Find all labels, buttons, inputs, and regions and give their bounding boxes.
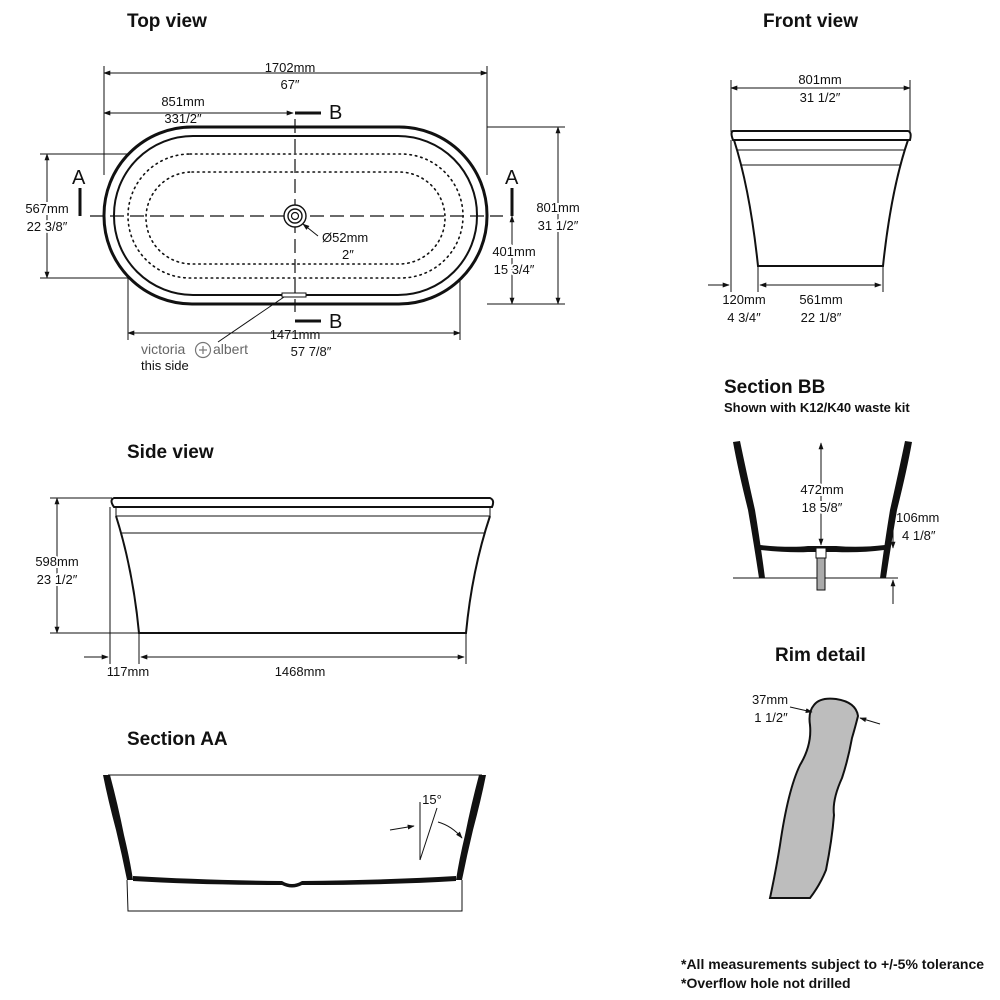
section-b-label-bottom: B	[329, 311, 342, 333]
half-length-in: 331/2″	[164, 111, 202, 126]
width-left-mm: 567mm	[25, 201, 68, 216]
section-aa-left-wall	[103, 775, 133, 880]
note-tolerance: *All measurements subject to +/-5% toler…	[681, 956, 984, 972]
waste-pipe	[816, 557, 826, 591]
angle-arrow	[389, 824, 415, 831]
waste-ring	[287, 208, 303, 224]
side-body	[115, 515, 491, 634]
overall-length-in: 67″	[280, 77, 299, 92]
side-view-title: Side view	[127, 442, 214, 463]
brand-leader	[217, 296, 285, 343]
waste-diameter-in: 2″	[342, 247, 354, 262]
waste-fitting	[815, 547, 827, 559]
top-view: Top view 1702mm 67″ 851mm 331/2″ B B A A	[23, 11, 581, 373]
front-base-mm: 561mm	[799, 292, 842, 307]
section-a-label-left: A	[72, 167, 86, 189]
front-offset-mm: 120mm	[722, 292, 765, 307]
inner-length-in: 57 7/8″	[291, 344, 332, 359]
section-aa-base	[126, 879, 463, 912]
brand-plus-icon	[194, 341, 212, 359]
section-bb-right-wall	[880, 441, 912, 578]
inner-length-mm: 1471mm	[270, 327, 321, 342]
front-offset-in: 4 3/4″	[727, 310, 761, 325]
width-right-in: 31 1/2″	[538, 218, 579, 233]
angle-wall-line	[419, 807, 438, 861]
rim-profile	[768, 697, 860, 899]
width-left-in: 22 3/8″	[27, 219, 68, 234]
section-a-label-right: A	[505, 167, 519, 189]
side-offset-mm: 117mm	[107, 664, 149, 679]
waste-hole	[290, 211, 300, 221]
side-height-in: 23 1/2″	[37, 572, 78, 587]
section-bb-title: Section BB	[724, 377, 825, 398]
front-top-width-mm: 801mm	[798, 72, 841, 87]
brand-word-albert: albert	[213, 341, 248, 357]
section-bb: Section BB Shown with K12/K40 waste kit …	[724, 377, 939, 604]
side-view: Side view 598mm 23 1/2″ 117mm 1468mm	[33, 442, 495, 679]
brand-side-label: this side	[141, 358, 189, 373]
rim-leader-left	[789, 706, 813, 713]
brand-word-victoria: victoria	[141, 341, 186, 357]
half-length-mm: 851mm	[161, 94, 204, 109]
top-view-title: Top view	[127, 11, 207, 32]
front-view-title: Front view	[763, 11, 858, 32]
overall-length-mm: 1702mm	[265, 60, 316, 75]
side-height-mm: 598mm	[35, 554, 78, 569]
section-aa-floor	[133, 876, 456, 888]
section-depth-in: 18 5/8″	[802, 500, 843, 515]
half-width-mm: 401mm	[492, 244, 535, 259]
waste-height-in: 4 1/8″	[902, 528, 936, 543]
front-top-width-in: 31 1/2″	[800, 90, 841, 105]
rim-thickness-mm: 37mm	[752, 692, 788, 707]
front-base-in: 22 1/8″	[801, 310, 842, 325]
angle-arc	[437, 821, 463, 839]
front-view: Front view 801mm 31 1/2″ 120mm 4 3/4″ 56…	[708, 11, 912, 325]
width-right-mm: 801mm	[536, 200, 579, 215]
note-overflow: *Overflow hole not drilled	[681, 975, 851, 991]
section-aa: Section AA 15°	[103, 729, 486, 912]
waste-diameter-mm: Ø52mm	[322, 230, 368, 245]
side-base-mm: 1468mm	[275, 664, 326, 679]
waste-outer-ring	[283, 204, 307, 228]
section-bb-subtitle: Shown with K12/K40 waste kit	[724, 400, 910, 415]
rim-thickness-in: 1 1/2″	[754, 710, 788, 725]
front-body	[733, 139, 909, 267]
waste-height-mm: 106mm	[896, 510, 939, 525]
section-aa-title: Section AA	[127, 729, 228, 750]
section-depth-mm: 472mm	[800, 482, 843, 497]
section-bb-left-wall	[733, 441, 765, 578]
notes: *All measurements subject to +/-5% toler…	[681, 956, 984, 991]
front-rim	[730, 130, 912, 141]
waste-leader	[302, 223, 319, 237]
rim-detail: Rim detail 37mm 1 1/2″	[752, 645, 881, 899]
rim-leader-right	[859, 717, 881, 725]
side-rim	[110, 497, 495, 508]
section-aa-right-wall	[456, 775, 486, 880]
half-width-in: 15 3/4″	[494, 262, 535, 277]
rim-detail-title: Rim detail	[775, 645, 866, 666]
wall-angle: 15°	[422, 792, 442, 807]
section-b-label-top: B	[329, 102, 342, 124]
overflow-badge	[281, 292, 307, 298]
